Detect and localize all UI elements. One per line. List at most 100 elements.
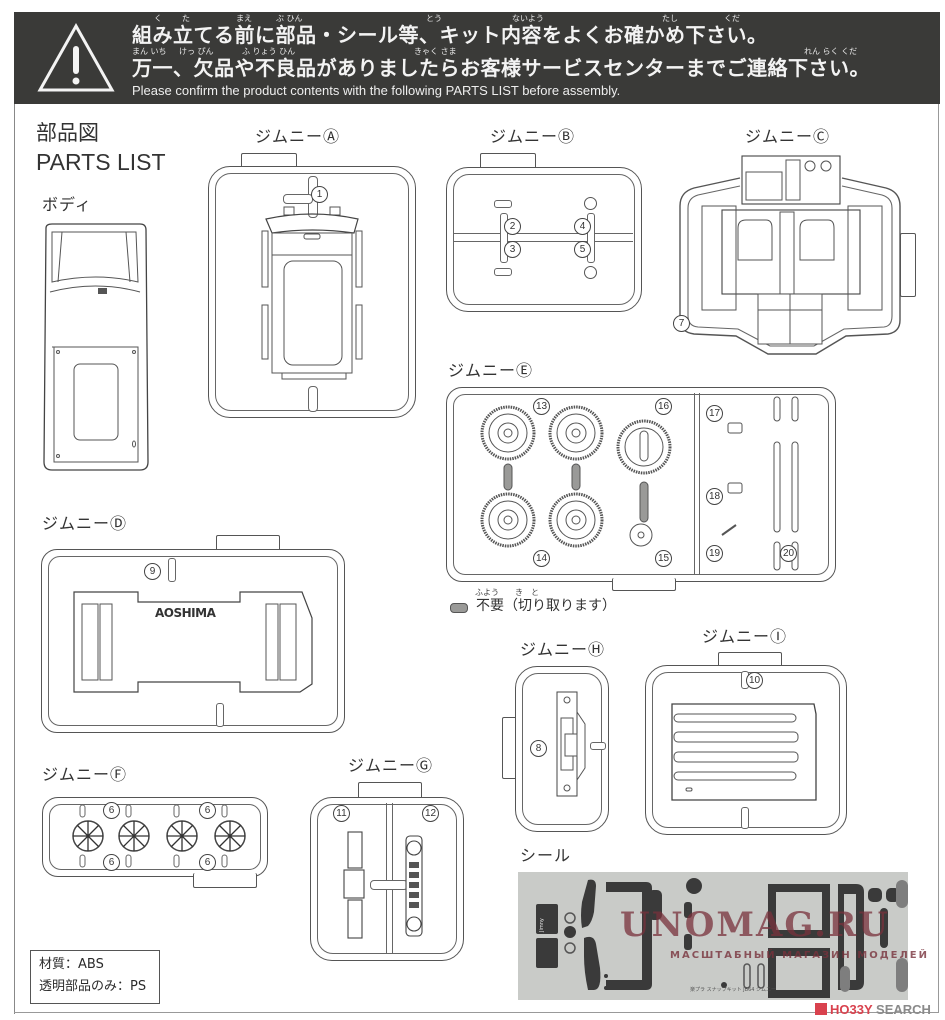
gate — [587, 213, 595, 263]
runner-frame — [49, 804, 261, 870]
part-circle — [584, 197, 597, 210]
ruby: く — [154, 14, 162, 23]
material-line-1: 材質：ABS — [39, 957, 104, 972]
ruby: きゃく さま — [414, 47, 457, 56]
part-number: 16 — [655, 398, 672, 415]
runner-g — [310, 797, 464, 961]
material-line-2: 透明部品のみ：PS — [39, 979, 147, 994]
part-circle — [584, 266, 597, 279]
frame-border — [14, 104, 15, 1014]
part-number: 1 — [311, 186, 328, 203]
runner-bar — [453, 233, 633, 242]
part-number: 8 — [530, 740, 547, 757]
runner-e-parts — [480, 396, 799, 571]
ruby: た — [182, 14, 190, 23]
runner-f-tab — [193, 873, 257, 888]
heading-jp: 部品図 — [36, 122, 99, 145]
part-6-wheels-drawing — [72, 804, 246, 868]
hobby-search-text-1: HO33Y — [830, 1002, 873, 1017]
cut-off-swatch — [450, 603, 468, 613]
part-number: 6 — [199, 802, 216, 819]
watermark-subtitle: МАСШТАБНЫЙ МАГАЗИН МОДЕЛЕЙ — [670, 950, 929, 961]
runner-a-label: ジムニーⒶ — [255, 127, 341, 146]
part-number: 15 — [655, 550, 672, 567]
gate — [500, 213, 508, 263]
part-number: 19 — [706, 545, 723, 562]
part-1-drawing — [261, 206, 363, 380]
frame-border — [14, 1012, 939, 1013]
gate — [308, 386, 318, 412]
ruby: まん いち — [132, 47, 167, 56]
runner-b-label: ジムニーⒷ — [490, 127, 576, 146]
part-8-drawing — [556, 691, 586, 797]
runner-i-label: ジムニーⒾ — [702, 627, 788, 646]
body-label: ボディ — [42, 195, 92, 214]
part-number: 12 — [422, 805, 439, 822]
sticker-shapes — [536, 878, 908, 998]
part-number: 4 — [574, 218, 591, 235]
part-number: 10 — [746, 672, 763, 689]
ruby: たし — [662, 14, 678, 23]
sticker-jimny-text: Jimny — [539, 918, 545, 932]
runner-frame — [48, 556, 338, 726]
ruby: ないよう — [512, 14, 544, 23]
runner-f-label: ジムニーⒻ — [42, 765, 128, 784]
part-number: 6 — [103, 802, 120, 819]
part-number: 3 — [504, 241, 521, 258]
part-number: 2 — [504, 218, 521, 235]
legend-text: 不要（切り取ります） — [476, 598, 616, 614]
sticker-sheet: Jimny — [518, 872, 908, 1000]
legend-ruby: ふよう き と — [475, 588, 539, 597]
part-11-12-drawing — [343, 831, 423, 939]
body-part-drawing — [43, 223, 149, 471]
gate — [590, 742, 606, 750]
runner-c-label: ジムニーⒸ — [745, 127, 831, 146]
part-number: 11 — [333, 805, 350, 822]
part-number: 5 — [574, 241, 591, 258]
ruby: れん らく くだ — [804, 47, 858, 56]
runner-e-label: ジムニーⒺ — [448, 361, 534, 380]
ruby: ふ りょう ひん — [242, 47, 296, 56]
gate — [741, 807, 749, 829]
part-10-grille-drawing — [671, 703, 817, 801]
part-number: 13 — [533, 398, 550, 415]
instruction-line-1: 組み立てる前に部品・シール等、キット内容をよくお確かめ下さい。 — [132, 23, 768, 47]
ruby: けっ ぴん — [179, 47, 214, 56]
ruby: まえ — [236, 14, 252, 23]
part-stub — [494, 268, 512, 276]
runner-bar — [386, 803, 393, 953]
part-number: 9 — [144, 563, 161, 580]
part-number: 6 — [103, 854, 120, 871]
part-number: 20 — [780, 545, 797, 562]
warning-banner: く た まえ ぶ ひん とう ないよう たし くだ 組み立てる前に部品・シール等… — [14, 12, 940, 104]
runner-bar — [694, 393, 700, 574]
runner-g-label: ジムニーⒼ — [348, 756, 434, 775]
runner-d-label: ジムニーⒹ — [42, 514, 128, 533]
warning-triangle-icon — [37, 22, 115, 92]
heading-en: PARTS LIST — [36, 149, 166, 175]
sticker-sheet-caption: 楽プラ スナップキット JB64 ジムニー — [690, 987, 777, 993]
instruction-english: Please confirm the product contents with… — [132, 83, 621, 98]
watermark: UNOMAG.RU — [620, 905, 890, 945]
frame-border — [938, 104, 939, 1012]
part-number: 14 — [533, 550, 550, 567]
runner-c — [679, 155, 901, 355]
hobby-search-icon — [815, 1003, 827, 1015]
material-info: 材質：ABS 透明部品のみ：PS — [30, 950, 160, 1004]
gate — [283, 194, 313, 204]
part-number: 6 — [199, 854, 216, 871]
part-number: 17 — [706, 405, 723, 422]
part-stub — [494, 200, 512, 208]
ruby: とう — [426, 14, 442, 23]
ruby: くだ — [724, 14, 740, 23]
runner-e-tab — [612, 578, 676, 591]
runner-frame — [453, 394, 829, 575]
runner-frame — [453, 174, 635, 305]
hobby-search-logo: HO33Y SEARCH — [815, 1002, 931, 1017]
runner-b — [446, 167, 642, 312]
ruby: ぶ ひん — [276, 14, 303, 23]
aoshima-logo: AOSHIMA — [155, 606, 216, 620]
runner-frame — [317, 804, 457, 954]
stickers-label: シール — [520, 846, 572, 865]
part-number: 18 — [706, 488, 723, 505]
